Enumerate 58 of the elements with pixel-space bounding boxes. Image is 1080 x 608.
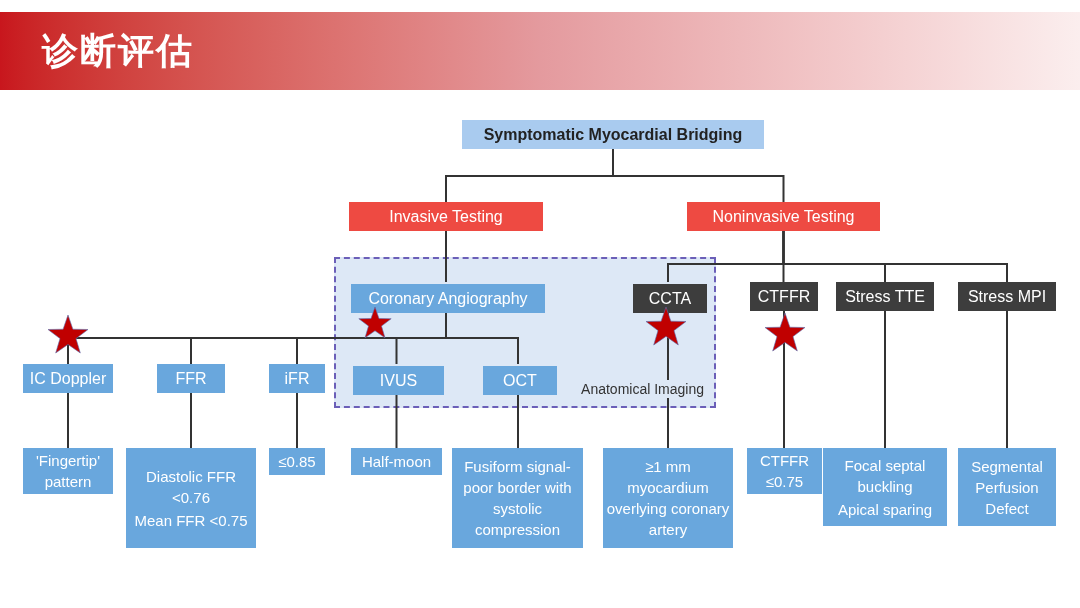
box-text: Stress TTE xyxy=(845,286,925,307)
finding-box xyxy=(269,448,325,475)
box-text: Half-moon xyxy=(361,452,432,472)
method-box xyxy=(750,282,818,311)
box-text: Coronary Angiography xyxy=(368,288,528,309)
box-text: CTFFR ≤0.75 xyxy=(758,451,811,492)
connector-line xyxy=(612,148,785,203)
box-text: Focal septal buckling xyxy=(843,455,927,497)
connector-line xyxy=(445,230,447,283)
box-text: 'Fingertip' pattern xyxy=(34,451,102,492)
connector-line xyxy=(296,392,298,449)
category-box xyxy=(687,202,880,231)
box-text: ≥1 mm myocardium overlying coronary artery xyxy=(605,457,731,540)
method-box xyxy=(351,284,545,313)
method-box xyxy=(483,366,557,395)
finding-box xyxy=(452,448,583,548)
box-text: iFR xyxy=(284,368,310,389)
box-text: CTFFR xyxy=(757,286,811,307)
finding-box xyxy=(23,448,113,494)
method-box xyxy=(23,364,113,393)
dashed-group-box xyxy=(334,257,716,408)
box-text: IVUS xyxy=(379,370,418,391)
box-text: Symptomatic Myocardial Bridging xyxy=(483,124,743,145)
connector-line xyxy=(1006,310,1008,449)
box-text: FFR xyxy=(175,368,207,389)
box-text: Fusiform signal-poor border with systolic compression xyxy=(462,457,573,540)
box-text: Noninvasive Testing xyxy=(712,206,855,227)
finding-box xyxy=(603,448,733,548)
connector-line xyxy=(395,392,398,449)
box-text: OCT xyxy=(503,370,537,391)
method-box xyxy=(157,364,225,393)
box-text: IC Doppler xyxy=(29,368,107,389)
finding-box xyxy=(126,448,256,548)
connector-line xyxy=(517,392,519,449)
finding-box xyxy=(747,448,822,494)
box-text: ≤0.85 xyxy=(278,452,316,472)
method-box xyxy=(353,366,444,395)
box-text: Stress MPI xyxy=(967,286,1047,307)
finding-box xyxy=(351,448,442,475)
method-box xyxy=(269,364,325,393)
method-box xyxy=(958,282,1056,311)
method-box xyxy=(836,282,934,311)
box-text: Mean FFR <0.75 xyxy=(134,510,248,531)
method-box xyxy=(633,284,707,313)
category-box xyxy=(349,202,543,231)
connector-line xyxy=(67,392,69,449)
finding-box xyxy=(958,448,1056,526)
connector-line xyxy=(190,392,192,449)
box-text: CCTA xyxy=(648,288,692,309)
box-text: Apical sparing xyxy=(837,499,933,520)
box-text: Diastolic FFR <0.76 xyxy=(145,466,237,508)
connector-line xyxy=(884,310,886,449)
box-text: Invasive Testing xyxy=(389,206,503,227)
box-text: Segmental Perfusion Defect xyxy=(970,456,1044,519)
connector-line xyxy=(782,230,1008,283)
root-box xyxy=(462,120,764,149)
finding-box xyxy=(823,448,947,526)
slide-title: 诊断评估 xyxy=(42,29,194,73)
